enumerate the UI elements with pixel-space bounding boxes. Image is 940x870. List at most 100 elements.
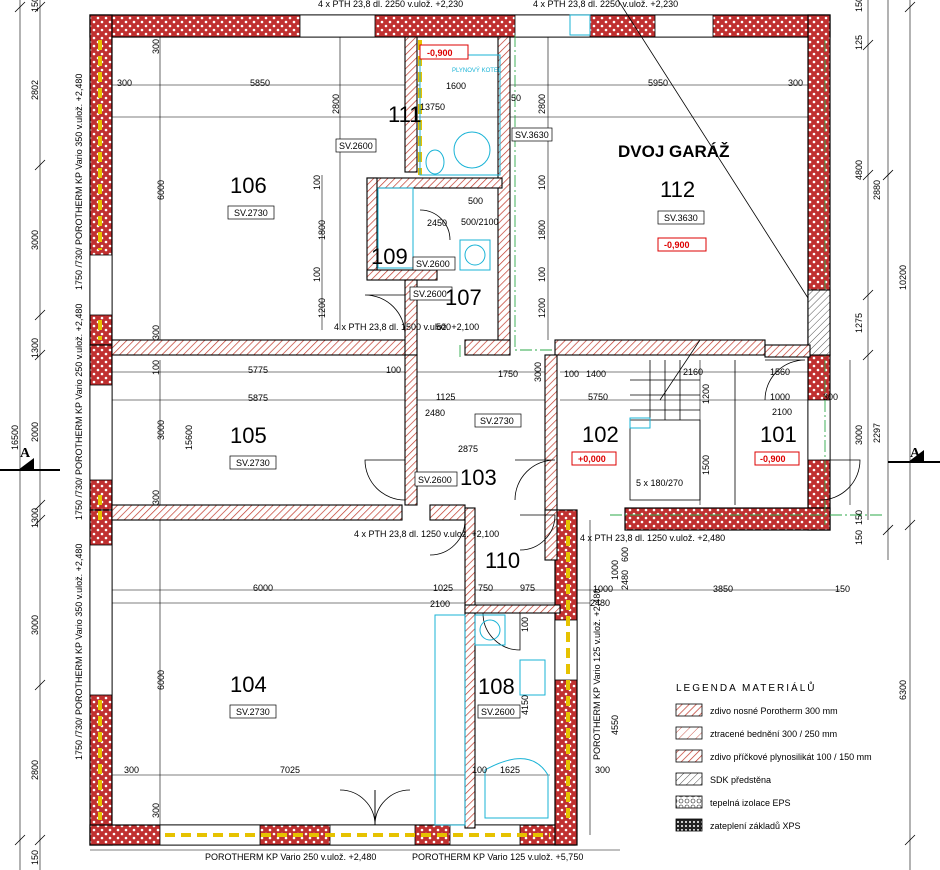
dim-1560: 1560 <box>770 367 790 377</box>
dim-5850: 5850 <box>250 78 270 88</box>
vdim-300-d: 300 <box>151 803 161 818</box>
room-101-number: 101 <box>760 422 797 447</box>
room-102-number: 102 <box>582 422 619 447</box>
vdim-2802: 2802 <box>30 80 40 100</box>
room-106-level: SV.2730 <box>234 208 268 218</box>
room-109-level: SV.2600 <box>416 259 450 269</box>
dim-1125: 1125 <box>436 392 455 402</box>
dim-1000-b: 1000 <box>593 584 613 594</box>
dim-300: 300 <box>117 78 132 88</box>
vdim-150-b: 150 <box>854 510 864 525</box>
dim-5950: 5950 <box>648 78 668 88</box>
legend-label-2: ztracené bednění 300 / 250 mm <box>710 729 837 739</box>
vdim-125: 125 <box>854 35 864 50</box>
lintel-right-108: POROTHERM KP Vario 125 v.ulož. +2,480 <box>592 589 602 760</box>
dim-5750: 5750 <box>588 392 608 402</box>
lintel-top-left: 4 x PTH 23,8 dl. 2250 v.ulož. +2,230 <box>318 0 463 9</box>
dim-2100: 2100 <box>772 407 792 417</box>
vdim-4150: 4150 <box>520 695 530 715</box>
room-109-number: 109 <box>371 244 408 269</box>
vdim-15600: 15600 <box>184 425 194 450</box>
tag-sv-3630: SV.3630 <box>515 130 549 140</box>
vdim-1200-b: 1200 <box>537 298 547 318</box>
vdim-1500: 1500 <box>701 455 711 475</box>
dim-5875: 5875 <box>248 393 268 403</box>
dim-1000: 1000 <box>770 392 790 402</box>
dim-1400: 1400 <box>586 369 606 379</box>
section-a-right: A <box>910 446 921 461</box>
window-openings <box>89 14 831 846</box>
dim-1025: 1025 <box>433 583 453 593</box>
lintel-mid: 4 x PTH 23,8 dl. 1500 v.ulož. +2,100 <box>334 322 479 332</box>
vdim-1300-a: 1300 <box>30 338 40 358</box>
vdim-100-a: 100 <box>312 175 322 190</box>
lintel-top-right: 4 x PTH 23,8 dl. 2250 v.ulož. +2,230 <box>533 0 678 9</box>
vdim-2800-c: 2800 <box>30 760 40 780</box>
dim-3850: 3850 <box>713 584 733 594</box>
interior-walls <box>111 36 831 829</box>
legend-item-eps: tepelná izolace EPS <box>675 795 791 809</box>
lintel-left-2: 1750 /730/ POROTHERM KP Vario 250 v.ulož… <box>74 304 84 520</box>
vdim-100-b: 100 <box>312 267 322 282</box>
legend-label-4: SDK předstěna <box>710 775 771 785</box>
room-101-floor: -0,900 <box>760 454 786 464</box>
lintel-notes: 4 x PTH 23,8 dl. 2250 v.ulož. +2,230 4 x… <box>74 0 725 862</box>
vdim-2000: 2000 <box>30 422 40 442</box>
dim-300-d: 300 <box>124 765 139 775</box>
room-108-number: 108 <box>478 674 515 699</box>
vertical-dimension-numbers: 300 6000 300 2800 100 1800 100 1200 2800… <box>10 0 908 865</box>
vdim-300-c: 300 <box>151 490 161 505</box>
dim-7025: 7025 <box>280 765 300 775</box>
room-106-number: 106 <box>230 173 267 198</box>
dim-2480-b: 2480 <box>590 598 610 608</box>
legend-item-bearing-wall: zdivo nosné Porotherm 300 mm <box>675 703 838 717</box>
lintel-left-1: 1750 /730/ POROTHERM KP Vario 350 v.ulož… <box>74 74 84 290</box>
exterior-walls <box>89 14 831 846</box>
stairs-label: 5 x 180/270 <box>636 478 683 488</box>
room-105-level: SV.2730 <box>236 458 270 468</box>
dim-2450: 2450 <box>427 218 447 228</box>
vdim-1800-b: 1800 <box>537 220 547 240</box>
gas-boiler-label: PLYNOVÝ KOTEL <box>452 67 502 74</box>
vdim-100-e: 100 <box>151 360 161 375</box>
vdim-3000-e: 3000 <box>30 615 40 635</box>
vdim-600: 600 <box>620 547 630 562</box>
dimension-numbers: 300 5850 1600 50 5950 300 2450 500 500/2… <box>117 78 850 775</box>
material-legend: LEGENDA MATERIÁLŮ zdivo nosné Porotherm … <box>675 681 872 832</box>
tag-sv-2600-a: SV.2600 <box>339 141 373 151</box>
legend-title: LEGENDA MATERIÁLŮ <box>676 681 817 694</box>
dim-2480: 2480 <box>425 408 445 418</box>
dim-2160: 2160 <box>683 367 703 377</box>
room-107-number: 107 <box>445 285 482 310</box>
section-a-left: A <box>20 446 31 461</box>
dim-300-e: 300 <box>595 765 610 775</box>
legend-label-5: tepelná izolace EPS <box>710 798 791 808</box>
vdim-100-f: 100 <box>520 617 530 632</box>
room-103-number: 103 <box>460 465 497 490</box>
legend-item-sdk: SDK předstěna <box>675 772 771 786</box>
vdim-2480: 2480 <box>620 570 630 590</box>
room-104-number: 104 <box>230 672 267 697</box>
section-markers: A A <box>0 446 940 471</box>
vdim-1275: 1275 <box>854 313 864 333</box>
vdim-3000-d: 3000 <box>30 230 40 250</box>
dim-100-c: 100 <box>472 765 487 775</box>
vdim-6000-a: 6000 <box>156 180 166 200</box>
legend-item-xps: zateplení základů XPS <box>675 818 801 832</box>
legend-label-3: zdivo příčkové plynosilikát 100 / 150 mm <box>710 752 872 762</box>
tag-sv-2730: SV.2730 <box>480 416 514 426</box>
lintel-low-right: 4 x PTH 23,8 dl. 1250 v.ulož. +2,480 <box>580 533 725 543</box>
room-107-level: SV.2600 <box>413 289 447 299</box>
dim-1750: 1750 <box>498 369 518 379</box>
vdim-300-a: 300 <box>151 39 161 54</box>
lintel-low-left: 4 x PTH 23,8 dl. 1250 v.ulož. +2,100 <box>354 529 499 539</box>
legend-item-lost-formwork: ztracené bednění 300 / 250 mm <box>675 726 837 740</box>
vdim-1300-b: 1300 <box>30 508 40 528</box>
dim-6000: 6000 <box>253 583 273 593</box>
lintel-bottom-left: POROTHERM KP Vario 250 v.ulož. +2,480 <box>205 852 376 862</box>
vdim-6000-b: 6000 <box>156 670 166 690</box>
vdim-150-a: 150 <box>854 0 864 12</box>
lintel-bottom-right: POROTHERM KP Vario 125 v.ulož. +5,750 <box>412 852 583 862</box>
room-112-level: SV.3630 <box>664 213 698 223</box>
lintel-left-3: 1750 /730/ POROTHERM KP Vario 350 v.ulož… <box>74 544 84 760</box>
